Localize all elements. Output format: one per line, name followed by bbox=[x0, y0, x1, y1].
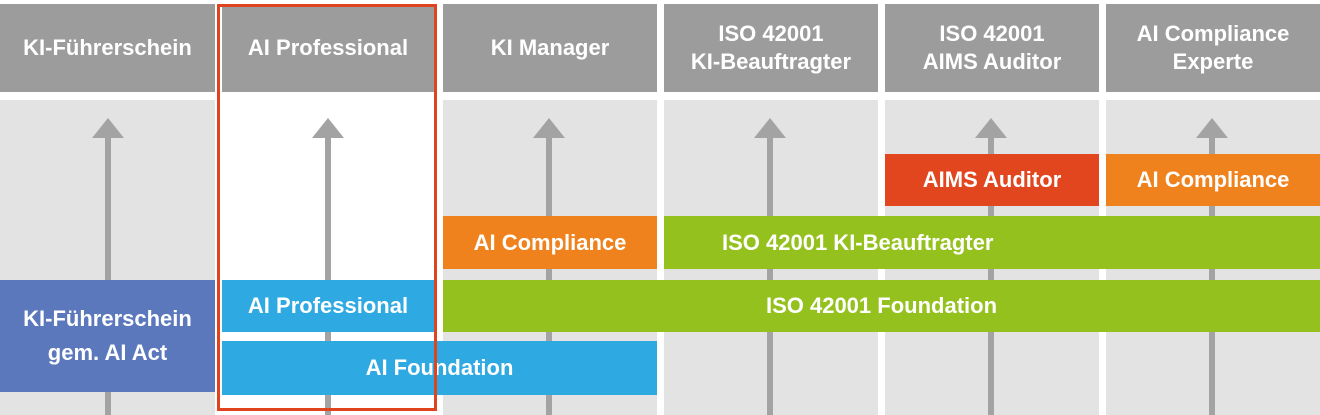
column-header-ki-manager: KI Manager bbox=[443, 4, 657, 92]
progression-arrow-head-4 bbox=[754, 118, 786, 138]
progression-arrow-shaft-2 bbox=[325, 138, 331, 415]
module-ai-foundation: AI Foundation bbox=[222, 341, 657, 395]
progression-arrow-shaft-3 bbox=[546, 138, 552, 415]
column-header-iso-aims-auditor: ISO 42001 AIMS Auditor bbox=[885, 4, 1099, 92]
column-header-iso-ki-beauftragter: ISO 42001 KI-Beauftragter bbox=[664, 4, 878, 92]
module-iso-42001-foundation: ISO 42001 Foundation bbox=[443, 280, 1320, 332]
progression-arrow-shaft-1 bbox=[105, 138, 111, 415]
progression-arrow-head-5 bbox=[975, 118, 1007, 138]
module-ai-professional: AI Professional bbox=[222, 280, 434, 332]
progression-arrow-shaft-4 bbox=[767, 138, 773, 415]
module-ai-compliance-manager: AI Compliance bbox=[443, 216, 657, 269]
progression-arrow-head-2 bbox=[312, 118, 344, 138]
module-aims-auditor: AIMS Auditor bbox=[885, 154, 1099, 206]
progression-arrow-head-6 bbox=[1196, 118, 1228, 138]
progression-arrow-head-3 bbox=[533, 118, 565, 138]
module-ai-compliance-experte: AI Compliance bbox=[1106, 154, 1320, 206]
progression-arrow-shaft-6 bbox=[1209, 138, 1215, 415]
module-ki-fuehrerschein: KI-Führerschein gem. AI Act bbox=[0, 280, 215, 392]
column-header-ai-professional: AI Professional bbox=[222, 4, 434, 92]
progression-arrow-head-1 bbox=[92, 118, 124, 138]
module-iso-ki-beauftragter: ISO 42001 KI-Beauftragter bbox=[664, 216, 1320, 269]
column-header-ai-compliance-experte: AI Compliance Experte bbox=[1106, 4, 1320, 92]
column-header-ki-fuehrerschein: KI-Führerschein bbox=[0, 4, 215, 92]
progression-arrow-shaft-5 bbox=[988, 138, 994, 415]
